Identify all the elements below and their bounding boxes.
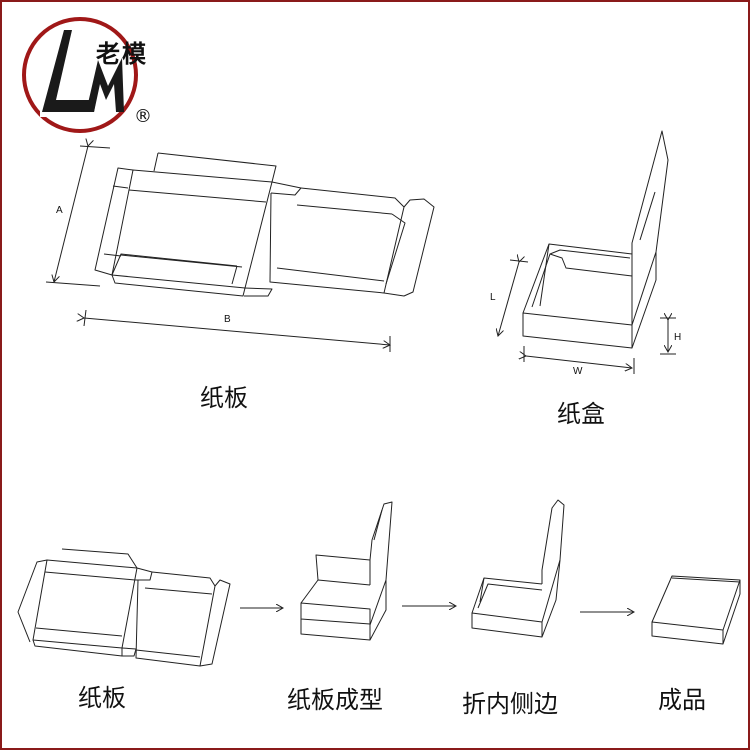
box-label: 纸盒 bbox=[557, 400, 605, 428]
dimension-l-label: L bbox=[490, 292, 496, 303]
dimension-h-label: H bbox=[674, 332, 682, 343]
flat-board-label: 纸板 bbox=[200, 384, 248, 412]
dimension-h-line bbox=[660, 318, 676, 355]
step-3-label: 折内侧边 bbox=[462, 690, 558, 718]
dimension-a-line bbox=[45, 146, 111, 287]
box-large bbox=[522, 130, 669, 349]
registered-mark: ® bbox=[134, 106, 152, 127]
flat-pattern-large bbox=[94, 152, 435, 297]
step-2-label: 纸板成型 bbox=[287, 686, 383, 714]
step-2-forming bbox=[300, 501, 393, 641]
dimension-b-label: B bbox=[224, 314, 231, 325]
brand-logo bbox=[22, 17, 138, 133]
dimension-l-line bbox=[498, 260, 529, 336]
dimension-a-label: A bbox=[56, 205, 63, 216]
dimension-w-line bbox=[524, 346, 635, 374]
dimension-b-line bbox=[84, 309, 390, 352]
brand-name: 老模 bbox=[96, 39, 148, 68]
dimension-w-label: W bbox=[573, 366, 583, 377]
step-3-folding-inner bbox=[471, 499, 565, 638]
step-1-flat-pattern bbox=[17, 548, 231, 667]
step-1-label: 纸板 bbox=[78, 684, 126, 712]
step-4-finished-box bbox=[651, 575, 741, 645]
step-4-label: 成品 bbox=[658, 686, 706, 714]
